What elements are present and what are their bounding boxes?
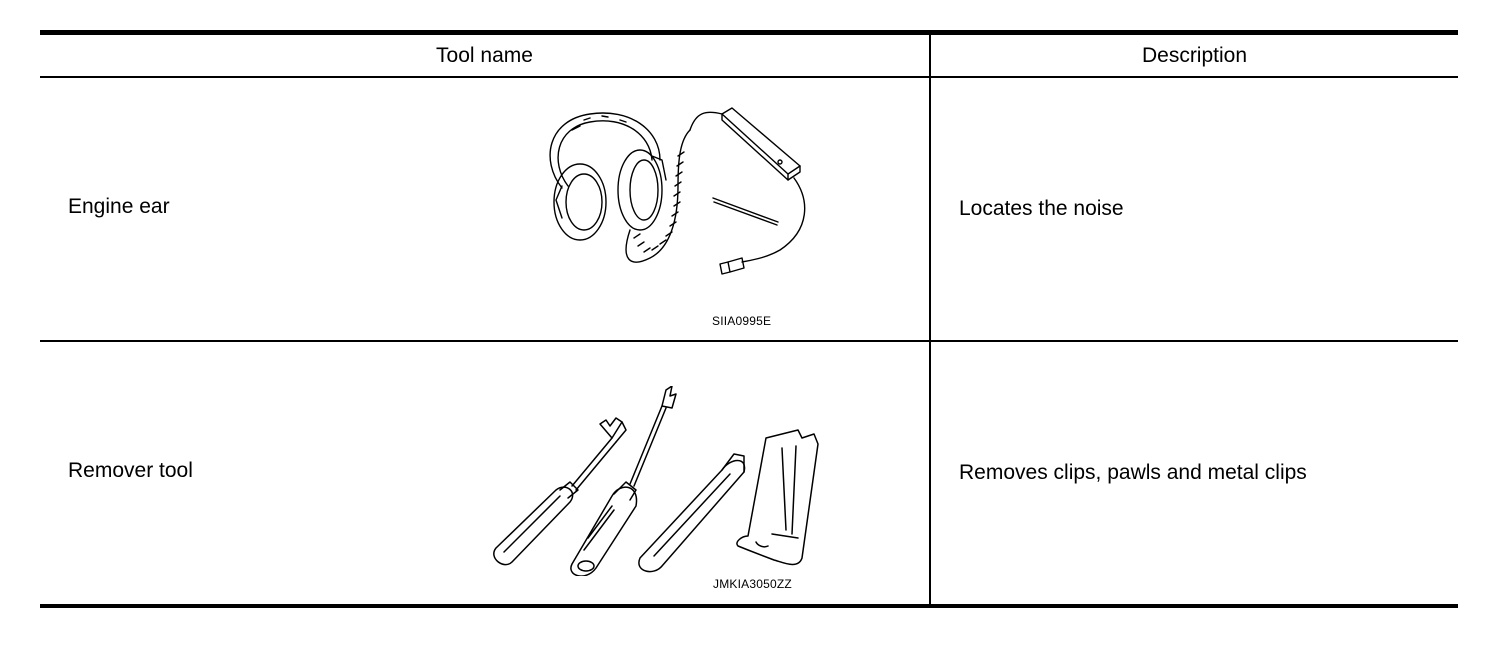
- table-row: Engine ear: [40, 77, 1458, 342]
- tool-name: Remover tool: [68, 459, 193, 483]
- table-header-row: Tool name Description: [40, 30, 1458, 78]
- engine-ear-stethoscope-icon: [510, 90, 820, 290]
- remover-tool-set-icon: [486, 386, 836, 576]
- header-tool-name: Tool name: [40, 30, 931, 78]
- tool-name: Engine ear: [68, 195, 170, 219]
- tool-cell: Remover tool: [40, 341, 931, 608]
- special-tools-table: Tool name Description Engine ear: [40, 30, 1458, 608]
- table-row: Remover tool: [40, 341, 1458, 608]
- figure-code: JMKIA3050ZZ: [713, 577, 792, 591]
- tool-cell: Engine ear: [40, 77, 931, 342]
- figure-code: SIIA0995E: [712, 314, 772, 328]
- description-cell: Locates the noise: [930, 77, 1458, 342]
- description-cell: Removes clips, pawls and metal clips: [930, 341, 1458, 608]
- header-description: Description: [930, 30, 1458, 78]
